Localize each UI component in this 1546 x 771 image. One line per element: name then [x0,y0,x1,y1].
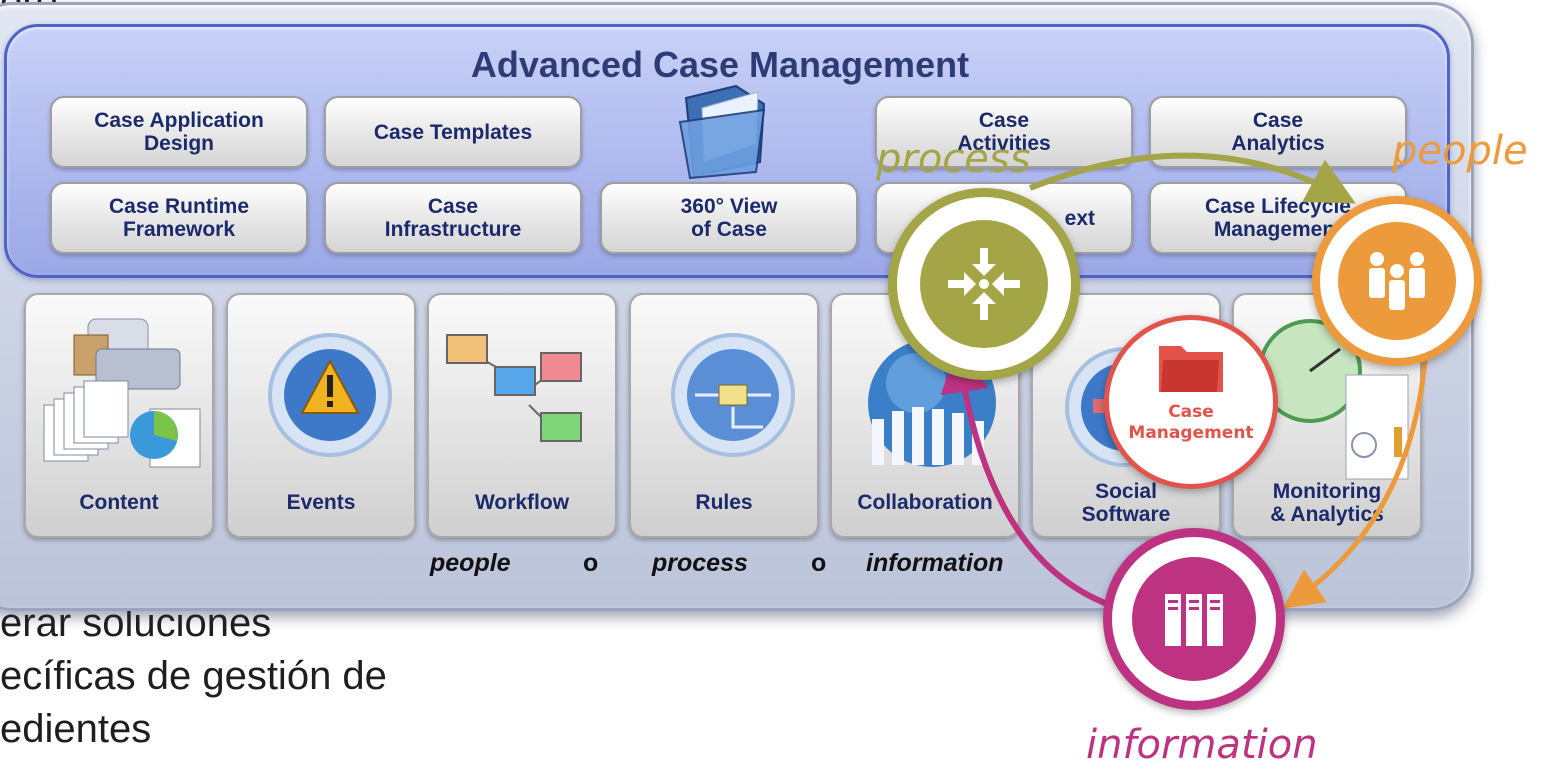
tile-label-rules: Rules [695,491,753,514]
converging-arrows-icon [948,248,1020,320]
footer-separator-2: o [811,549,827,577]
rules-flow-icon [671,333,795,457]
case-templates-button[interactable]: Case Templates [324,96,582,168]
gauge-dashboard-icon [1258,319,1409,480]
people-word: people [1392,128,1528,174]
server-rack-icon [1165,594,1223,646]
warning-events-icon [268,333,392,457]
tile-workflow[interactable]: Workflow [427,293,617,538]
process-circle [888,188,1080,380]
information-circle [1103,528,1285,710]
content-documents-icon [43,318,201,468]
tile-events[interactable]: Events [226,293,416,538]
tile-label-collaboration: Collaboration [857,491,993,514]
tile-label-monitoring-analytics: Monitoring& Analytics [1270,480,1384,526]
information-word: information [1086,722,1318,768]
footer-process: process [652,549,748,577]
people-circle [1312,196,1482,366]
footer-separator-1: o [583,549,599,577]
information-to-process-arrow [940,344,1112,608]
people-group-icon [1369,252,1425,310]
process-word: process [876,136,1031,182]
acm-title: Advanced Case Management [470,44,970,85]
folder-icon [1159,346,1223,392]
bg-text-line-5: ecíficas de gestión de [0,654,387,698]
tile-label-workflow: Workflow [474,491,570,514]
open-folder-icon [678,84,766,180]
tile-content[interactable]: Content [24,293,214,538]
bg-text-line-6: edientes [0,707,152,751]
workflow-boxes-icon [446,334,582,442]
tile-label-events: Events [286,491,356,514]
footer-people: people [430,549,511,577]
tile-label-content: Content [79,491,159,514]
people-to-information-arrow [1282,359,1428,609]
footer-information: information [866,549,1004,577]
process-to-people-arrow [1028,152,1356,204]
tile-rules[interactable]: Rules [629,293,819,538]
